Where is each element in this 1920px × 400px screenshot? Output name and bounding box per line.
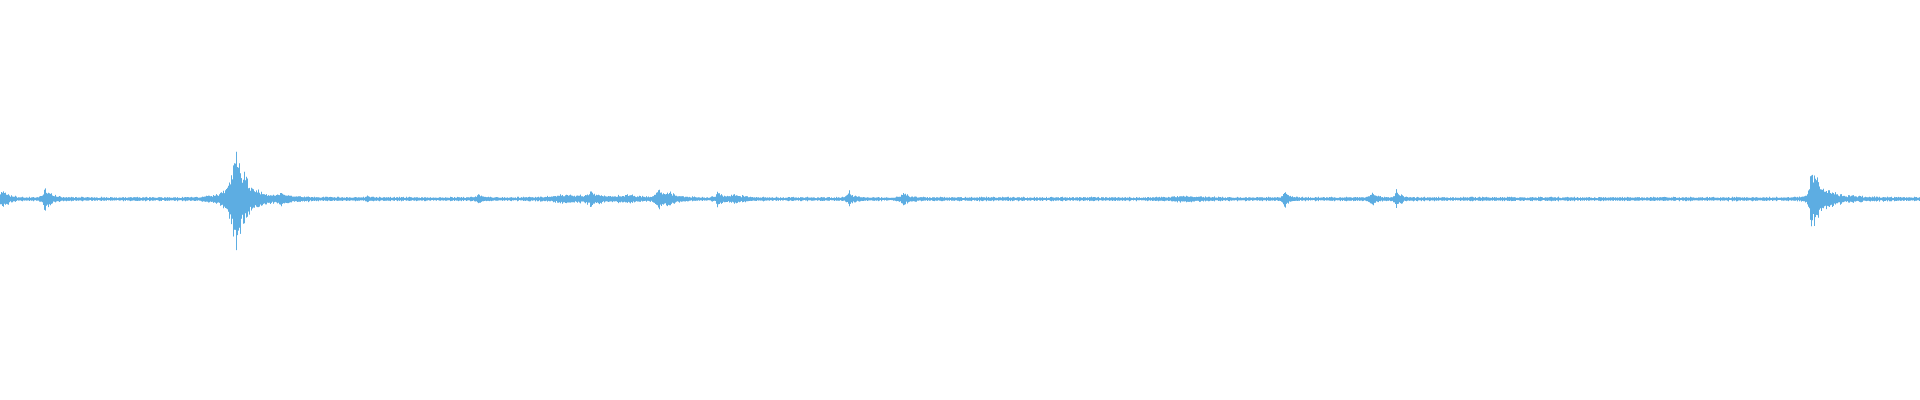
waveform-trace [0, 151, 1920, 251]
